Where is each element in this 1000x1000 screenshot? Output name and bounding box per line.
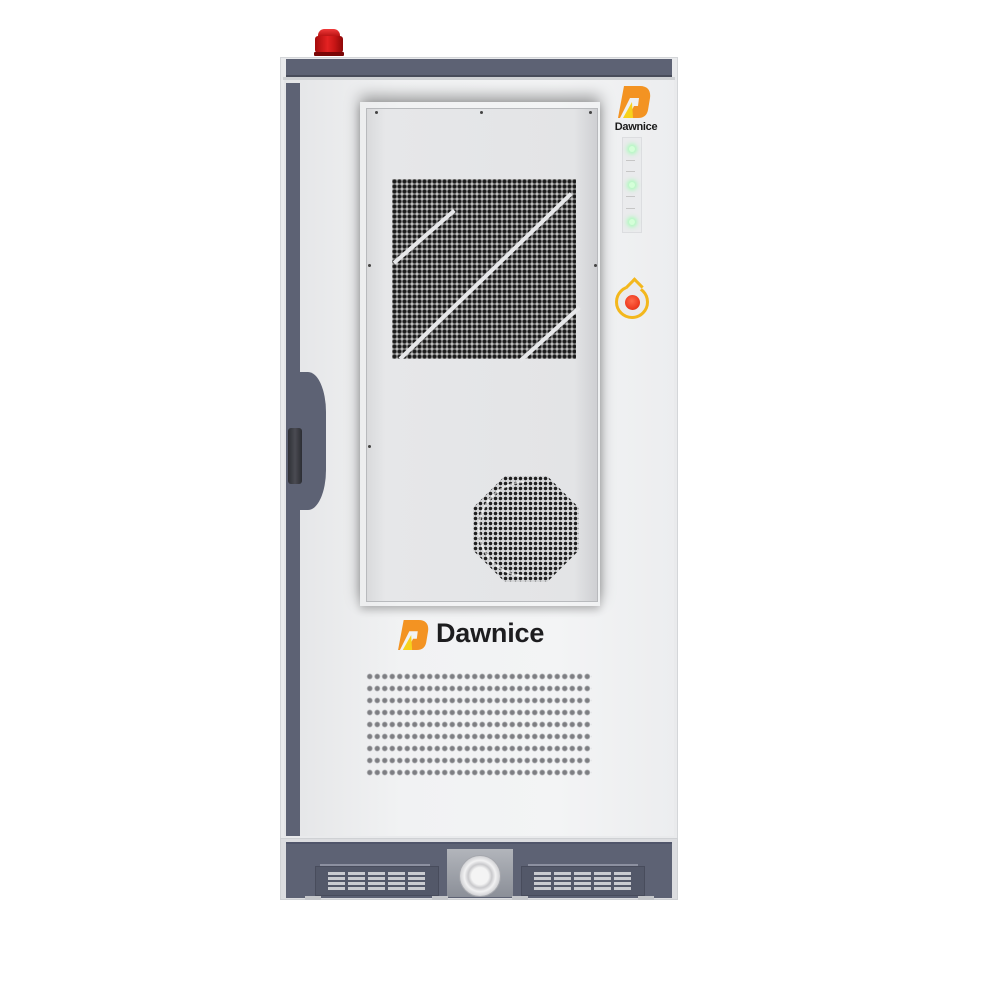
grille-divider <box>518 305 581 363</box>
screw-icon <box>375 111 378 114</box>
led-label <box>626 171 635 172</box>
ventilation-perforation <box>366 673 592 781</box>
status-led <box>629 146 635 152</box>
screw-icon <box>594 264 597 267</box>
dawnice-logo-icon <box>618 86 651 118</box>
led-label <box>626 160 635 161</box>
plinth-vent-right <box>521 866 645 896</box>
fan-grille <box>473 476 579 582</box>
top-rail-shadow <box>283 77 675 80</box>
top-rail <box>286 59 672 77</box>
cabinet-foot <box>512 896 528 900</box>
cabinet-foot <box>305 896 321 900</box>
emergency-stop-cap[interactable] <box>625 295 640 310</box>
dawnice-logo-icon <box>398 620 429 650</box>
center-brand-logo: Dawnice <box>398 618 568 652</box>
cabinet-foot <box>638 896 654 900</box>
cable-gland-icon <box>459 855 501 897</box>
top-brand-logo: Dawnice <box>612 86 658 136</box>
screw-icon <box>589 111 592 114</box>
alarm-beacon-icon <box>314 29 344 57</box>
grille-divider <box>392 209 456 265</box>
screw-icon <box>368 264 371 267</box>
door-handle-icon[interactable] <box>288 428 302 484</box>
led-label <box>626 196 635 197</box>
top-logo-text: Dawnice <box>614 121 658 133</box>
screw-icon <box>368 445 371 448</box>
screw-icon <box>480 111 483 114</box>
plate-edge <box>320 864 430 866</box>
plinth-vent-left <box>315 866 439 896</box>
status-led <box>629 182 635 188</box>
cabinet-foot <box>432 896 448 900</box>
plate-edge <box>528 864 638 866</box>
status-indicator-panel <box>622 137 642 233</box>
led-label <box>626 208 635 209</box>
status-led <box>629 219 635 225</box>
emergency-stop-button[interactable] <box>613 281 651 321</box>
brand-text: Dawnice <box>436 618 545 648</box>
air-intake-grille <box>392 179 581 363</box>
